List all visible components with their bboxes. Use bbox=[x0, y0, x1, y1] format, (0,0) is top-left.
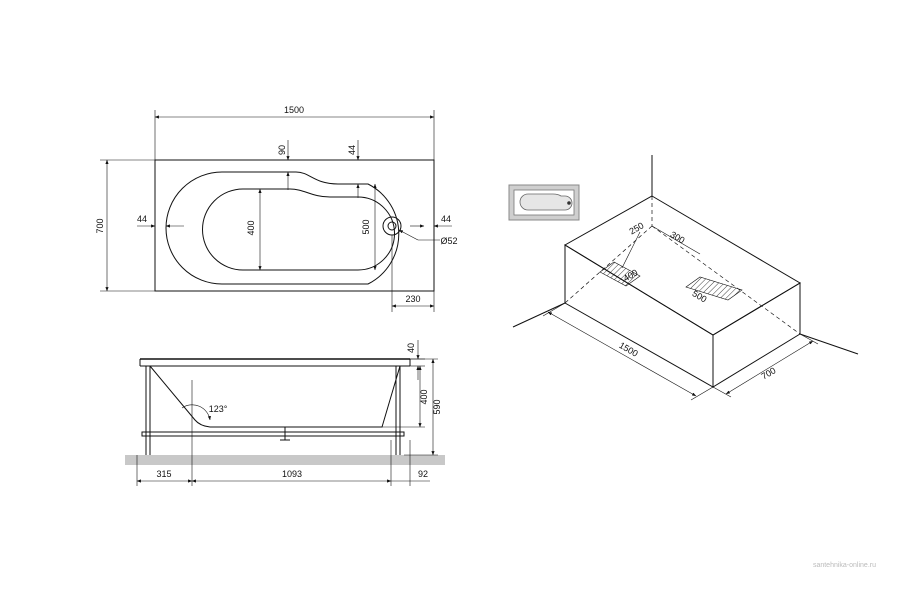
drain-inner bbox=[387, 221, 397, 231]
dim-overall-width: 700 bbox=[95, 218, 105, 233]
floor-ground bbox=[125, 455, 445, 465]
block-top-face bbox=[564, 195, 801, 336]
frame-rail bbox=[141, 431, 405, 437]
dim-inner-head: 500 bbox=[361, 219, 371, 234]
dim-iso-length: 1500 bbox=[617, 340, 639, 359]
dim-offset-right: 92 bbox=[418, 469, 428, 479]
tub-thumbnail bbox=[508, 184, 580, 221]
dim-overall-length: 1500 bbox=[284, 105, 304, 115]
dim-bottom-length: 1093 bbox=[282, 469, 302, 479]
dim-rim-top-foot: 90 bbox=[277, 145, 287, 155]
tub-inner-basin bbox=[202, 188, 395, 271]
dim-rim-left: 44 bbox=[137, 214, 147, 224]
dim-height: 590 bbox=[432, 399, 442, 414]
dim-support-offset-b: 300 bbox=[668, 229, 686, 245]
dim-drain-offset: 230 bbox=[405, 294, 420, 304]
tub-outer-basin bbox=[165, 171, 400, 285]
support-pad-left bbox=[599, 261, 641, 287]
dim-offset-left: 315 bbox=[156, 469, 171, 479]
dim-support-offset-a: 250 bbox=[627, 220, 645, 236]
dim-rim-top-head: 44 bbox=[347, 145, 357, 155]
support-pad-right bbox=[685, 276, 743, 301]
dim-iso-width: 700 bbox=[759, 365, 777, 381]
dim-back-angle: 123° bbox=[209, 404, 228, 414]
block-front-face bbox=[564, 244, 714, 388]
dim-inner-foot: 400 bbox=[246, 220, 256, 235]
dim-rim-thickness: 40 bbox=[406, 343, 416, 353]
side-view: 123° 40 400 590 315 1093 92 bbox=[125, 340, 445, 486]
dim-drain-diameter: Ø52 bbox=[440, 236, 457, 246]
dim-depth: 400 bbox=[419, 389, 429, 404]
dim-rim-right: 44 bbox=[441, 214, 451, 224]
watermark: santehnika-online.ru bbox=[813, 562, 876, 569]
top-view: 1500 700 44 44 90 44 400 500 Ø52 bbox=[95, 105, 458, 312]
tub-side-profile bbox=[149, 365, 401, 428]
